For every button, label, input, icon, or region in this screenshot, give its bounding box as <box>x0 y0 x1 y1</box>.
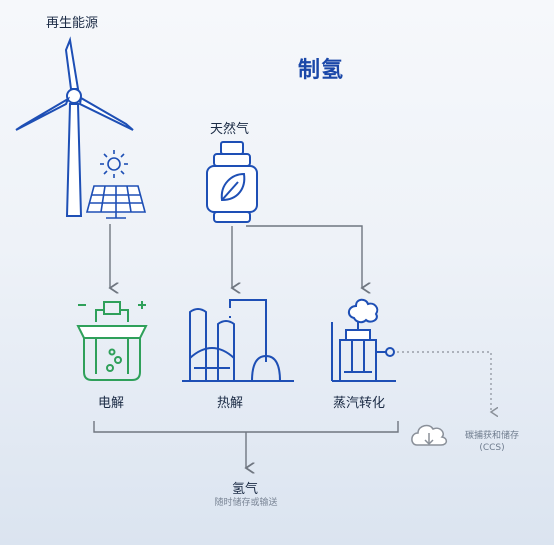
pyrolysis-plant-icon <box>182 299 294 382</box>
ccs-label-line2: (CCS) <box>479 443 505 453</box>
hydrogen-sublabel: 随时储存或输送 <box>214 498 278 508</box>
electrolysis-icon <box>76 301 148 381</box>
gas-cylinder-icon <box>206 141 258 223</box>
electrolysis-label: 电解 <box>98 396 125 411</box>
wind-turbine-icon <box>15 36 134 217</box>
ccs-label-line1: 碳捕获和储存 <box>464 431 519 441</box>
ccs-label: 碳捕获和储存 (CCS) <box>448 430 536 454</box>
cloud-download-icon <box>411 424 448 446</box>
page-title: 制氢 <box>298 58 345 83</box>
steam-reforming-label: 蒸汽转化 <box>333 396 386 411</box>
hydrogen-label: 氢气 <box>232 482 259 497</box>
flow-arrows <box>93 224 399 468</box>
solar-panel-icon <box>85 185 147 219</box>
pyrolysis-label: 热解 <box>217 396 244 411</box>
renewable-energy-label: 再生能源 <box>46 16 99 31</box>
ccs-dotted-line <box>397 351 491 412</box>
sun-icon <box>100 150 128 178</box>
natural-gas-label: 天然气 <box>210 122 250 137</box>
steam-reformer-icon <box>331 298 396 382</box>
